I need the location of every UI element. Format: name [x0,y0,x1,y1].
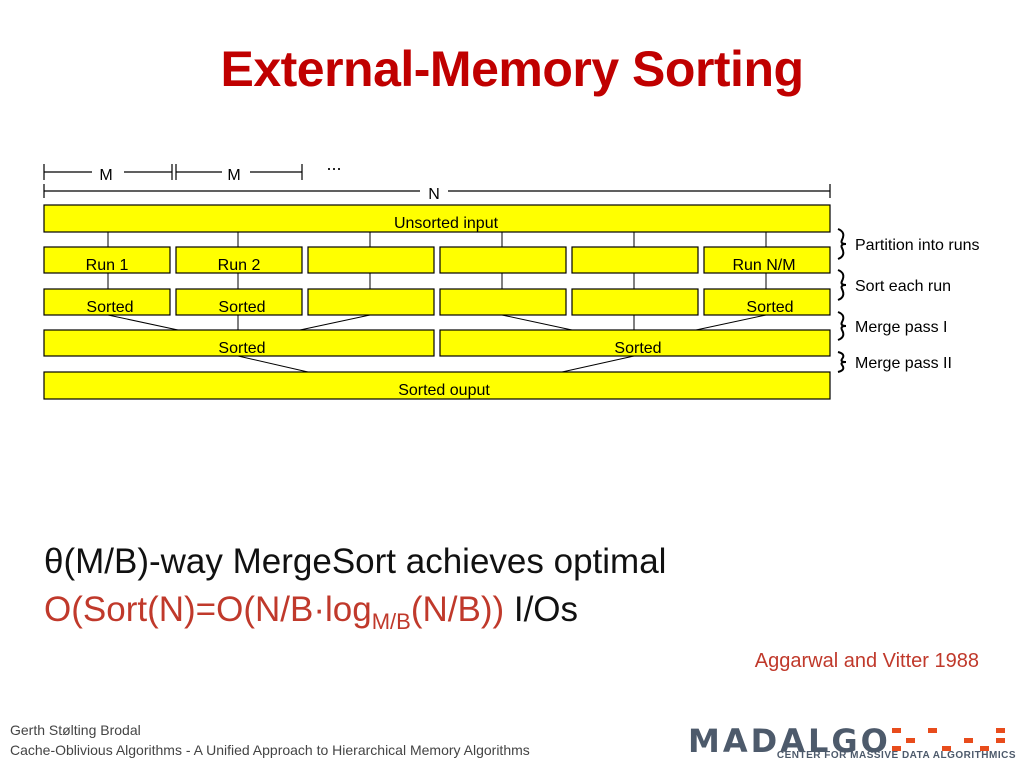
box-unsorted-label: Unsorted input [394,215,499,232]
bound-tail: I/Os [504,590,579,629]
dim-ellipsis: ... [326,154,341,174]
brace-icon [837,228,847,260]
footer-author: Gerth Stølting Brodal [10,722,141,738]
sorted-run-box [439,288,567,316]
row-runs: Run 1 Run 2 Run N/M [43,246,831,274]
bound-subscript: M/B [371,609,411,634]
sorted-run-box [43,288,171,316]
sorted-run-box [175,288,303,316]
sorted-output-label: Sorted ouput [398,382,490,399]
sorted-run-box [571,288,699,316]
logo-tagline: CENTER FOR MASSIVE DATA ALGORITHMICS [776,750,1016,761]
statement-line-1: θ(M/B)-way MergeSort achieves optimal [44,542,667,581]
bound-part-b: (N/B)) [410,590,505,629]
bound-part-a: O(Sort(N)=O(N/B·log [44,590,372,629]
dim-label-n: N [428,186,440,203]
run-box [571,246,699,274]
step-merge-pass-2: Merge pass II [855,355,952,372]
step-braces [837,228,847,373]
dimension-markers [43,164,831,198]
row-merge-pass-1: Sorted Sorted [43,329,831,357]
connector-lines [107,232,767,373]
logo-dots-icon [892,728,1005,751]
sorted-run-1-label: Sorted [86,299,133,316]
step-sort: Sort each run [855,278,951,295]
run-box [439,246,567,274]
run-box [703,246,831,274]
logo-wordmark: MADALGO [688,722,891,760]
merged-box [43,329,435,357]
brace-icon [837,351,847,373]
sorted-run-2-label: Sorted [218,299,265,316]
madalgo-logo: MADALGO CENTER FOR MASSIVE DATA ALGORITH… [688,722,1018,764]
slide-title: External-Memory Sorting [220,41,804,97]
brace-icon [837,269,847,301]
run-box [43,246,171,274]
sorted-run-box [703,288,831,316]
step-partition: Partition into runs [855,237,980,254]
run-box [175,246,303,274]
dim-label-m1: M [99,167,112,184]
complexity-statement: θ(M/B)-way MergeSort achieves optimal O(… [44,538,666,634]
box-sorted-output: Sorted ouput [43,371,831,400]
step-merge-pass-1: Merge pass I [855,319,947,336]
sorted-run-box [307,288,435,316]
run-box [307,246,435,274]
run-1-label: Run 1 [86,257,129,274]
box-unsorted-input: Unsorted input [43,204,831,233]
citation: Aggarwal and Vitter 1988 [754,650,979,672]
run-2-label: Run 2 [218,257,261,274]
statement-line-2: O(Sort(N)=O(N/B·logM/B(N/B)) I/Os [44,586,666,634]
sorted-run-last-label: Sorted [746,299,793,316]
merged-left-label: Sorted [218,340,265,357]
footer: Gerth Stølting Brodal Cache-Oblivious Al… [10,720,530,760]
dim-label-m2: M [227,167,240,184]
run-last-label: Run N/M [732,257,795,274]
brace-icon [837,311,847,341]
row-sorted-runs: Sorted Sorted Sorted [43,288,831,316]
merged-right-label: Sorted [614,340,661,357]
footer-course: Cache-Oblivious Algorithms - A Unified A… [10,742,530,758]
merged-box [439,329,831,357]
